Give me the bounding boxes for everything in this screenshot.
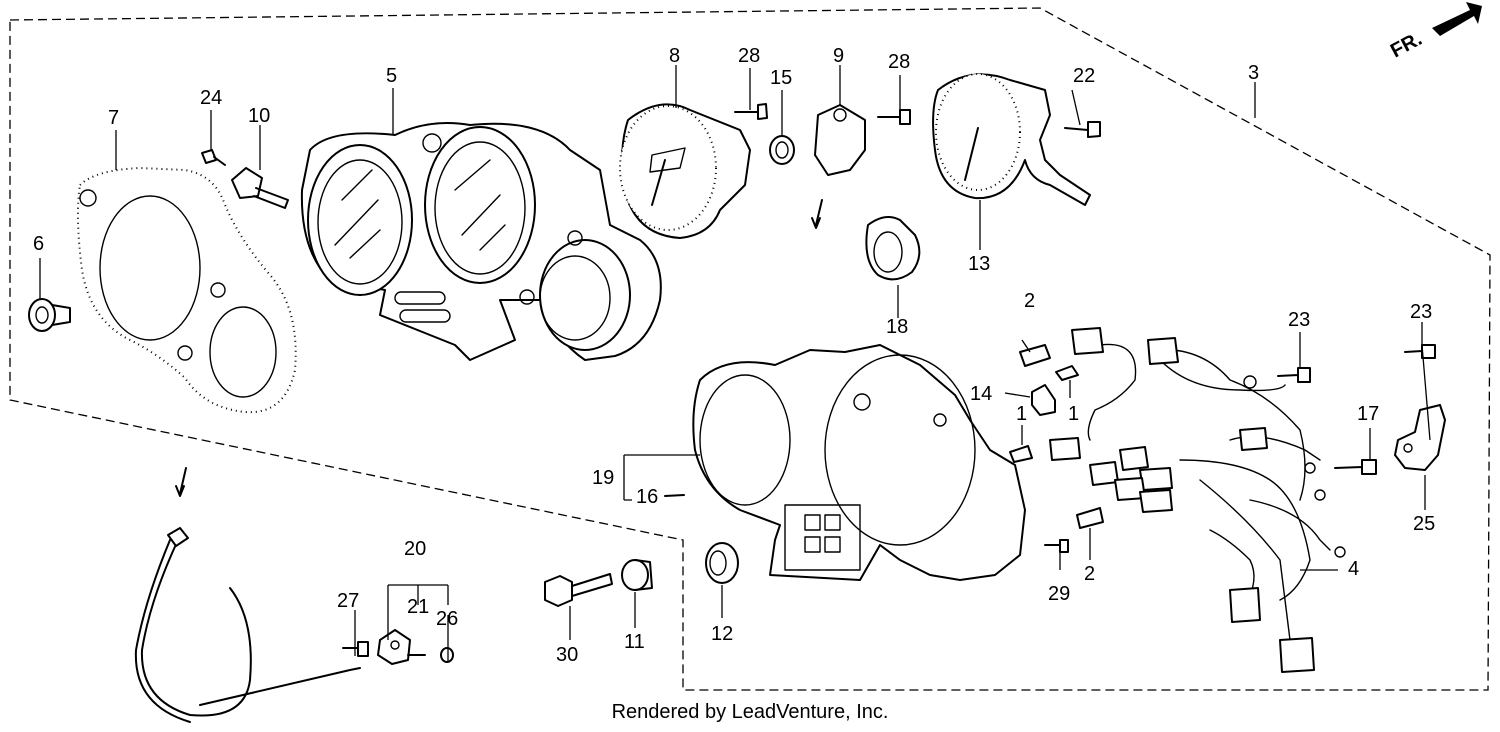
callout-4: 4 <box>1348 558 1359 580</box>
callout-21: 21 <box>407 596 429 618</box>
part-2-bulb-b[interactable] <box>1076 507 1104 529</box>
part-11-collar[interactable] <box>621 559 653 591</box>
part-30-bolt[interactable] <box>544 573 613 607</box>
callout-23a: 23 <box>1288 309 1310 331</box>
callout-10: 10 <box>248 105 270 127</box>
callout-9: 9 <box>833 45 844 67</box>
part-6-grommet[interactable] <box>28 298 71 332</box>
callout-20: 20 <box>404 538 426 560</box>
part-22-screw[interactable] <box>1064 121 1101 138</box>
callout-2b: 2 <box>1084 563 1095 585</box>
part-7-gasket[interactable] <box>76 166 297 414</box>
part-10-knob[interactable] <box>231 167 289 209</box>
callout-22: 22 <box>1073 65 1095 87</box>
callout-8: 8 <box>669 45 680 67</box>
callout-27: 27 <box>337 590 359 612</box>
part-18-housing[interactable] <box>865 215 921 281</box>
part-13-tachometer[interactable] <box>932 73 1091 206</box>
callout-5: 5 <box>386 65 397 87</box>
callout-19: 19 <box>592 467 614 489</box>
front-direction-marker: FR. <box>1387 2 1482 62</box>
callout-12: 12 <box>711 623 733 645</box>
part-16-screw[interactable] <box>664 494 685 497</box>
part-8-speedometer[interactable] <box>619 103 751 239</box>
part-19-meter-housing[interactable] <box>692 344 1026 581</box>
part-21-bracket[interactable] <box>377 629 426 665</box>
callout-13: 13 <box>968 253 990 275</box>
fr-label: FR. <box>1387 28 1426 63</box>
callout-26: 26 <box>436 608 458 630</box>
callout-2a: 2 <box>1024 290 1035 312</box>
part-1-bulb-a[interactable] <box>1055 365 1079 381</box>
callout-29: 29 <box>1048 583 1070 605</box>
callout-28a: 28 <box>738 45 760 67</box>
part-25-bracket[interactable] <box>1394 404 1446 471</box>
assembly-boundary <box>9 7 1491 691</box>
callout-3: 3 <box>1248 62 1259 84</box>
part-9-socket[interactable] <box>811 104 866 229</box>
front-arrow-icon <box>1432 2 1482 36</box>
part-12-collar[interactable] <box>705 542 739 584</box>
part-28-screw-b[interactable] <box>877 109 911 125</box>
part-24-screw[interactable] <box>201 149 226 166</box>
callout-1a: 1 <box>1016 403 1027 425</box>
callout-28b: 28 <box>888 51 910 73</box>
part-1-bulb-b[interactable] <box>1009 445 1033 463</box>
callout-labels: 1 1 2 2 3 4 5 6 7 8 9 10 11 12 13 14 15 … <box>33 45 1435 666</box>
callout-1b: 1 <box>1068 403 1079 425</box>
part-2-bulb-a[interactable] <box>1019 344 1051 367</box>
callout-16: 16 <box>636 486 658 508</box>
callout-17: 17 <box>1357 403 1379 425</box>
callout-25: 25 <box>1413 513 1435 535</box>
callout-15: 15 <box>770 67 792 89</box>
part-17-screw[interactable] <box>1334 459 1377 475</box>
leader-lines <box>39 65 1431 662</box>
callout-14: 14 <box>970 383 992 405</box>
part-29-screw[interactable] <box>1044 539 1069 553</box>
part-5-meter-case[interactable] <box>300 122 662 361</box>
callout-7: 7 <box>108 107 119 129</box>
footer-credit: Rendered by LeadVenture, Inc. <box>611 701 889 723</box>
callout-23b: 23 <box>1410 301 1432 323</box>
callout-30: 30 <box>556 644 578 666</box>
speedometer-cable[interactable] <box>134 467 361 723</box>
part-14-clip[interactable] <box>1031 384 1056 416</box>
part-28-screw-a[interactable] <box>734 103 768 120</box>
part-26-nut[interactable] <box>440 647 454 663</box>
callout-18: 18 <box>886 316 908 338</box>
callout-6: 6 <box>33 233 44 255</box>
callout-11: 11 <box>624 631 645 653</box>
part-4-wire-harness[interactable] <box>1049 327 1346 673</box>
part-23-screw-a[interactable] <box>1277 367 1311 383</box>
part-23-screw-b[interactable] <box>1404 344 1436 359</box>
callout-24: 24 <box>200 87 222 109</box>
part-15-washer[interactable] <box>769 135 795 165</box>
